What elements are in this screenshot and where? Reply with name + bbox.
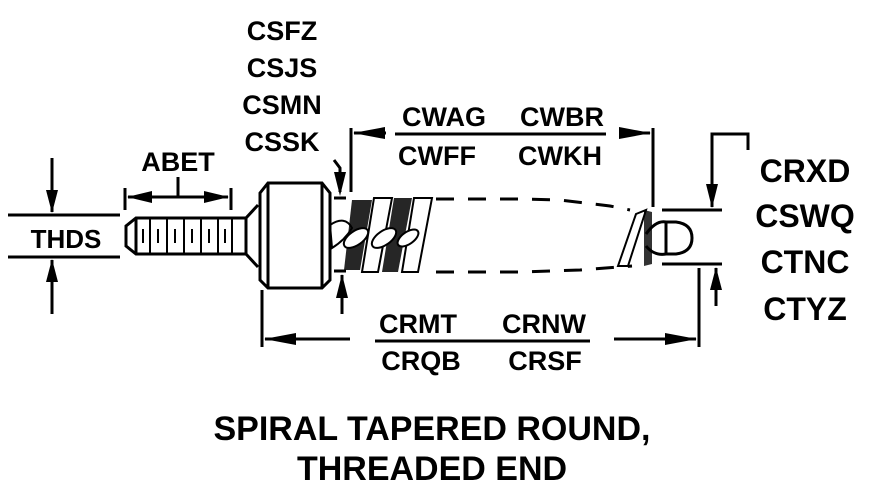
overall-length-label-top-left: CRMT bbox=[379, 309, 457, 339]
tip-diameter-dimension bbox=[662, 132, 750, 306]
thds-label: THDS bbox=[31, 224, 102, 254]
tip-label-1: CRXD bbox=[760, 153, 851, 189]
bristle-diameter-leaders bbox=[332, 159, 348, 314]
abet-dimension bbox=[123, 177, 233, 210]
spiral-length-label-bottom-left: CWFF bbox=[398, 141, 476, 171]
overall-length-label-top-right: CRNW bbox=[502, 309, 586, 339]
diagram-title-line-1: SPIRAL TAPERED ROUND, bbox=[213, 410, 650, 448]
spiral-length-label-bottom-right: CWKH bbox=[518, 141, 602, 171]
taper-outline-bottom bbox=[436, 264, 633, 274]
tip-label-3: CTNC bbox=[761, 244, 850, 280]
threaded-shank bbox=[124, 203, 260, 269]
overall-length-label-bottom-left: CRQB bbox=[381, 346, 461, 376]
top-left-label-3: CSMN bbox=[242, 90, 322, 120]
tip-label-4: CTYZ bbox=[763, 291, 847, 327]
diagram-title-line-2: THREADED END bbox=[297, 450, 567, 488]
overall-length-label-bottom-right: CRSF bbox=[508, 346, 582, 376]
hub-collar bbox=[258, 181, 332, 290]
tip-label-2: CSWQ bbox=[755, 198, 855, 234]
spiral-length-dimension bbox=[349, 127, 655, 207]
taper-outline-top bbox=[436, 197, 631, 212]
brush-tip bbox=[616, 208, 694, 267]
spiral-length-label-top-right: CWBR bbox=[520, 102, 604, 132]
top-left-label-4: CSSK bbox=[244, 127, 320, 157]
spiral-length-label-top-left: CWAG bbox=[402, 102, 486, 132]
thds-dimension bbox=[8, 158, 120, 314]
abet-label: ABET bbox=[141, 147, 215, 177]
spiral-bristles bbox=[328, 197, 434, 273]
top-left-label-2: CSJS bbox=[247, 53, 318, 83]
overall-length-dimension bbox=[260, 268, 701, 347]
top-left-label-1: CSFZ bbox=[247, 16, 318, 46]
